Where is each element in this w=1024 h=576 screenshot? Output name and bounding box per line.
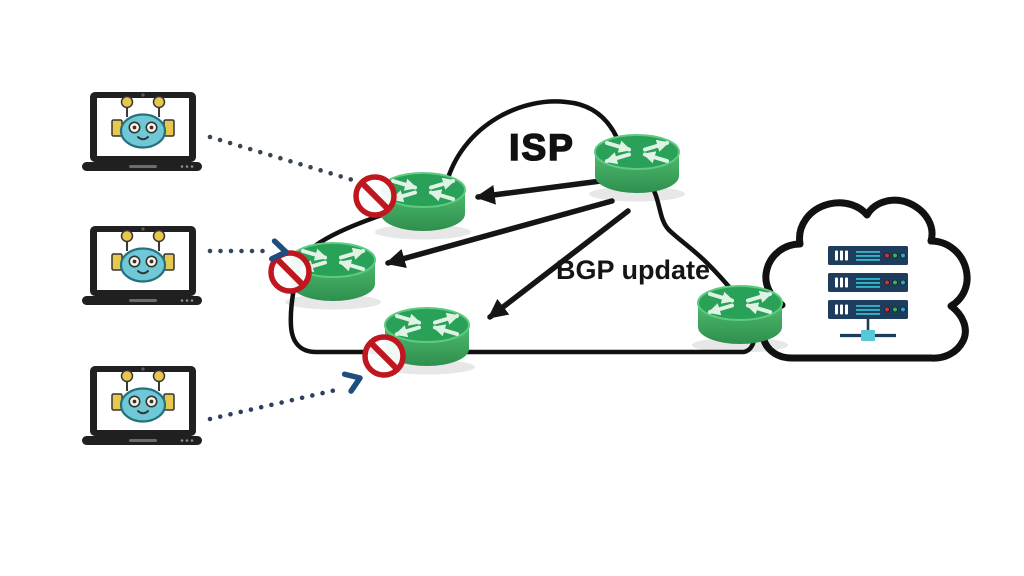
server-rack-icon xyxy=(827,245,909,341)
server-unit-3 xyxy=(827,299,909,320)
border-router xyxy=(692,286,788,353)
dotted-link-1 xyxy=(207,134,359,184)
bgp-update-arrow-1 xyxy=(475,176,619,205)
isp-cloud-label: ISP xyxy=(509,127,575,168)
no-entry-icon-3 xyxy=(365,337,403,375)
bgp-update-label: BGP update xyxy=(556,255,710,285)
client-laptop-2 xyxy=(80,224,204,307)
no-entry-icon-1 xyxy=(356,177,394,215)
bgp-update-arrow-3 xyxy=(487,208,631,320)
server-unit-1 xyxy=(827,245,909,266)
dotted-link-3 xyxy=(207,387,339,422)
chevron-arrowhead-link-3 xyxy=(341,371,363,394)
client-laptop-3 xyxy=(80,364,204,447)
bgp-update-arrow-2 xyxy=(385,198,615,269)
server-network-hub-icon xyxy=(861,330,875,341)
client-laptop-1 xyxy=(80,90,204,173)
isp-core-router xyxy=(589,135,685,202)
chevron-arrowhead-link-2 xyxy=(269,238,289,262)
server-unit-2 xyxy=(827,272,909,293)
